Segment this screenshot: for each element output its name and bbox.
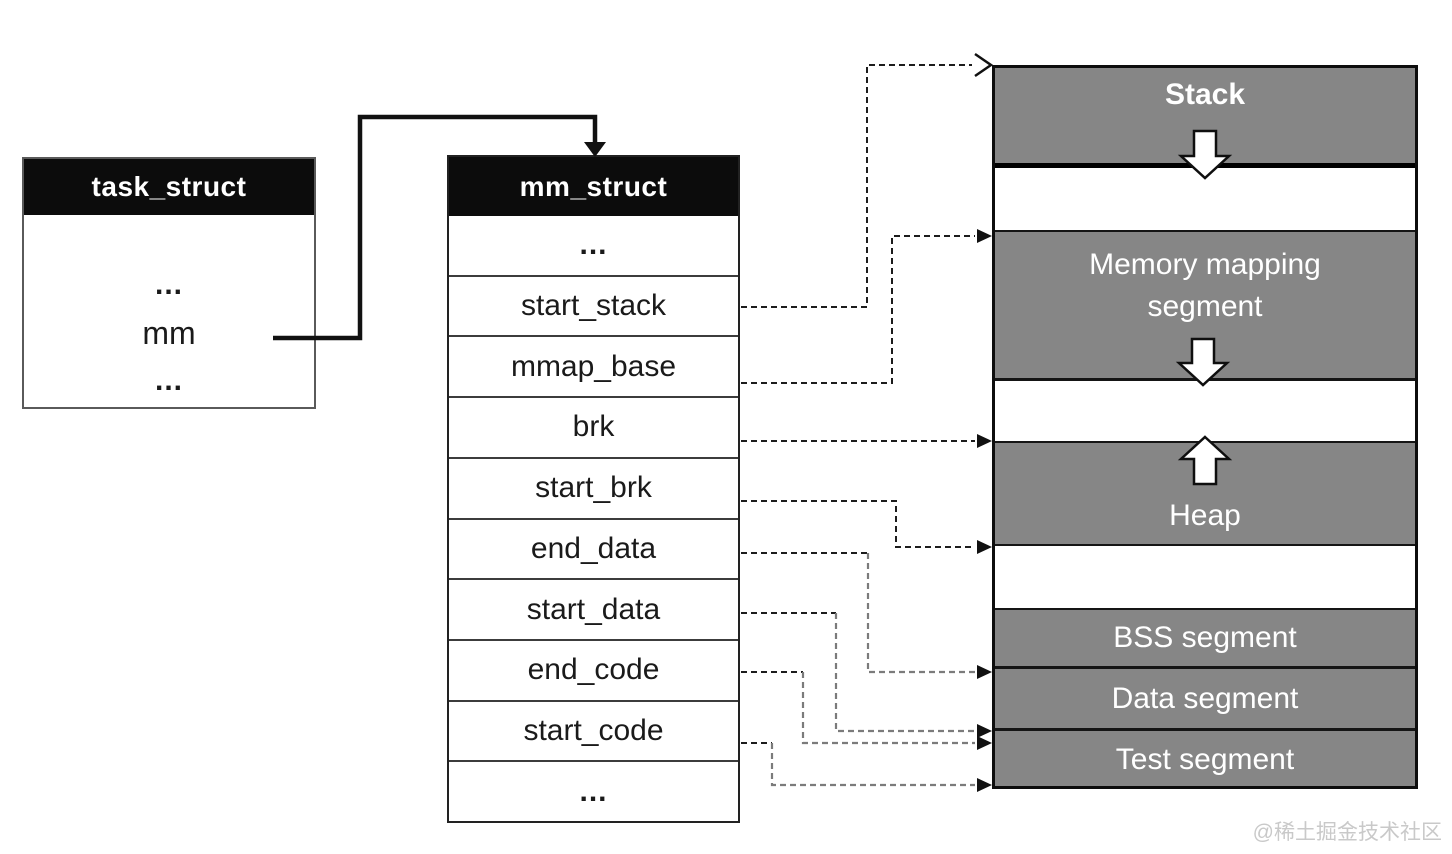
connector-start-stack bbox=[741, 64, 972, 308]
mm-struct-row-end-code: end_code bbox=[449, 641, 738, 702]
segment-stack-label: Stack bbox=[1164, 78, 1246, 111]
segment-data: Data segment bbox=[992, 669, 1418, 731]
segment-test-label: Test segment bbox=[1115, 743, 1295, 776]
watermark: @稀土掘金技术社区 bbox=[1252, 821, 1442, 844]
connector-end-code-tail bbox=[801, 672, 975, 745]
task-struct-row-mm: mm bbox=[142, 314, 196, 351]
arrowhead-icon bbox=[977, 540, 992, 554]
mm-struct-row-end-data: end_data bbox=[449, 520, 738, 581]
arrowhead-icon bbox=[977, 229, 992, 243]
segment-bss: BSS segment bbox=[992, 608, 1418, 669]
task-struct-row-ellipsis: ... bbox=[154, 364, 183, 397]
connector-end-data-tail bbox=[866, 553, 975, 674]
connector-start-brk bbox=[741, 500, 975, 548]
connector-start-code-tail bbox=[770, 743, 975, 787]
mm-struct-body: ... start_stack mmap_base brk start_brk … bbox=[449, 216, 738, 821]
arrowhead-icon bbox=[977, 434, 992, 448]
segment-bss-label: BSS segment bbox=[1113, 621, 1297, 654]
arrowhead-icon bbox=[977, 665, 992, 679]
mm-struct-row-ellipsis: ... bbox=[579, 774, 608, 808]
mm-struct-row-mmap-base: mmap_base bbox=[449, 337, 738, 399]
connector-mmap-base bbox=[741, 235, 975, 384]
segment-heap: Heap bbox=[992, 441, 1418, 546]
arrowhead-icon bbox=[977, 724, 992, 738]
arrowhead-icon bbox=[977, 778, 992, 792]
memory-gap bbox=[992, 546, 1418, 608]
mm-struct-row-start-brk: start_brk bbox=[449, 459, 738, 520]
mm-struct-row-start-code: start_code bbox=[449, 702, 738, 763]
mm-struct-row-ellipsis: ... bbox=[449, 216, 738, 277]
task-struct-row-ellipsis: ... bbox=[154, 268, 183, 301]
segment-test: Test segment bbox=[992, 731, 1418, 789]
open-arrowhead-icon bbox=[974, 52, 994, 78]
segment-data-label: Data segment bbox=[1111, 681, 1299, 715]
segment-memory-mapping-label: Memory mapping segment bbox=[1089, 248, 1321, 323]
segment-memory-mapping: Memory mapping segment bbox=[992, 230, 1418, 381]
mm-struct-row-start-stack: start_stack bbox=[449, 277, 738, 338]
memory-gap bbox=[992, 381, 1418, 441]
mm-struct-row-brk: brk bbox=[449, 398, 738, 459]
mm-struct-box: mm_struct ... start_stack mmap_base brk … bbox=[447, 155, 740, 823]
connector-start-data-tail bbox=[834, 613, 975, 733]
memory-gap bbox=[992, 168, 1418, 230]
task-struct-box: task_struct ... mm ... bbox=[22, 157, 316, 409]
segment-heap-label: Heap bbox=[1169, 499, 1241, 532]
task-struct-body: ... mm ... bbox=[24, 215, 314, 407]
mm-struct-header: mm_struct bbox=[449, 157, 738, 216]
segment-stack: Stack bbox=[992, 65, 1418, 168]
mm-struct-row-start-data: start_data bbox=[449, 580, 738, 641]
arrowhead-icon bbox=[977, 736, 992, 750]
filled-arrowheads bbox=[977, 229, 992, 792]
task-struct-header: task_struct bbox=[24, 159, 314, 215]
